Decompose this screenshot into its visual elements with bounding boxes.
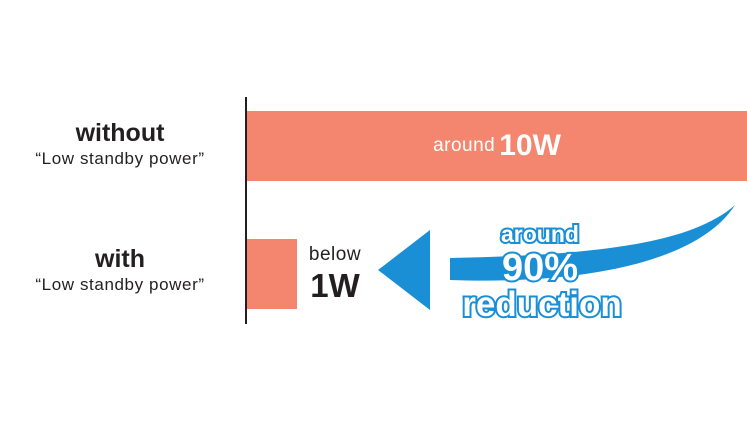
data-label-value: 1W: [310, 267, 360, 304]
annotation-line1: around: [501, 221, 579, 247]
category-label-without: without “Low standby power”: [0, 118, 240, 170]
bar-without: [247, 111, 747, 181]
arrow-left-icon: [378, 205, 735, 310]
data-label-value: 10W: [499, 129, 561, 162]
bar-with: [247, 239, 297, 309]
category-label-with: with “Low standby power”: [0, 244, 240, 296]
annotation-line3: reduction: [462, 285, 621, 324]
category-label-sub: “Low standby power”: [35, 275, 205, 294]
data-label-prefix: around: [433, 135, 496, 156]
category-label-bold: with: [95, 245, 145, 273]
data-label-with: below 1W: [300, 243, 370, 305]
category-label-bold: without: [75, 119, 165, 147]
category-label-sub: “Low standby power”: [35, 149, 205, 168]
data-label-prefix: below: [308, 244, 362, 265]
axis-line: [245, 97, 247, 324]
annotation-line2: 90%: [502, 247, 578, 289]
